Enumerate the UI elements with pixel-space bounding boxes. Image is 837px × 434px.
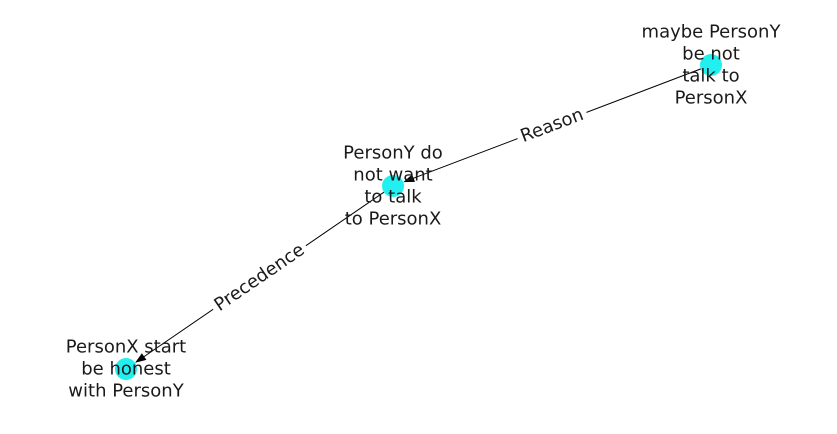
node-n3 — [115, 358, 137, 380]
edge-label-reason: Reason — [513, 101, 591, 150]
edge-label-text: Reason — [518, 104, 587, 147]
node-label-line: talk to — [682, 66, 739, 87]
node-label-line: with PersonY — [68, 381, 184, 402]
node-label-line: PersonX — [675, 88, 748, 109]
node-label-line: be not — [682, 44, 740, 65]
edge-label-bg — [513, 101, 591, 150]
node-label-line: be honest — [81, 359, 171, 380]
node-n1 — [700, 54, 722, 76]
nodes-layer — [115, 54, 722, 380]
node-label-line: PersonY do — [343, 143, 443, 164]
edge-label-precedence: Precedence — [206, 236, 313, 319]
node-label-line: not want — [353, 165, 432, 186]
node-n2 — [382, 175, 404, 197]
node-label-line: PersonX start — [66, 337, 186, 358]
edge-label-bg — [206, 236, 313, 319]
arrow-head-reason — [403, 174, 415, 183]
node-label-line: to talk — [364, 187, 422, 208]
node-label-line: maybe PersonY — [642, 22, 782, 43]
arrow-head-precedence — [135, 353, 147, 363]
node-label-line: to PersonX — [345, 209, 442, 230]
edge-label-text: Precedence — [210, 239, 308, 315]
